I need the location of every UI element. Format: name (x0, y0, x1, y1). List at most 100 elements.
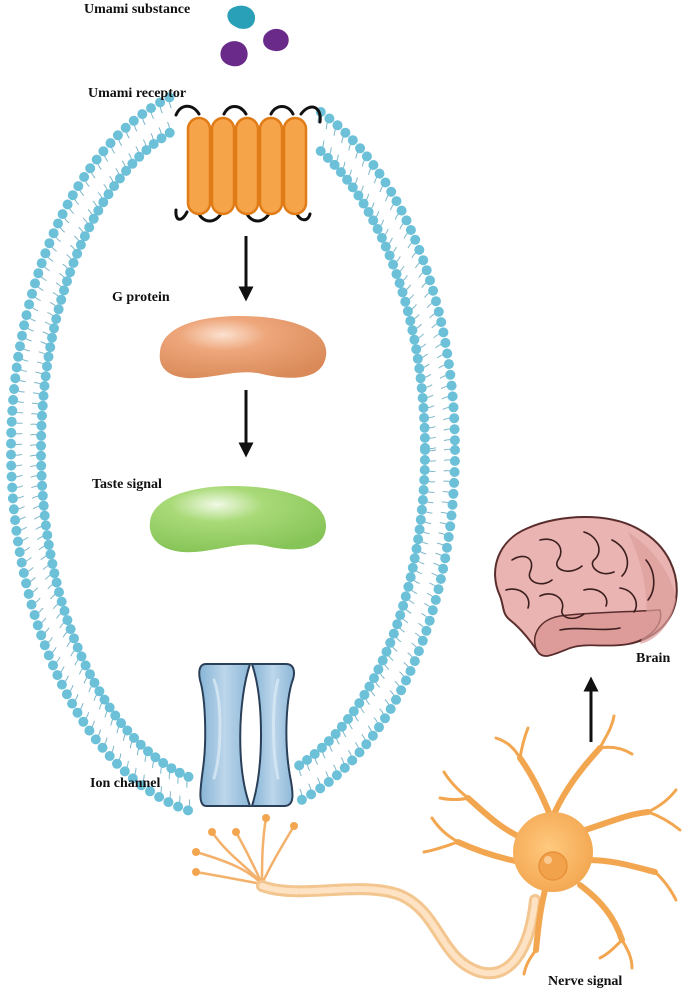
lipid-head (33, 268, 44, 279)
lipid-head (36, 420, 47, 431)
lipid-head (37, 480, 48, 491)
lipid-head (396, 685, 407, 696)
lipid-head (56, 679, 67, 690)
lipid-head (421, 265, 432, 276)
lipid-head (36, 440, 46, 451)
lipid-head (373, 664, 384, 675)
lipid-head (418, 255, 429, 266)
lipid-head (27, 288, 37, 299)
lipid-head (166, 763, 177, 774)
lipid-head (411, 344, 422, 355)
lipid-head (428, 285, 439, 296)
lipid-head (401, 215, 412, 226)
lipid-head (62, 199, 73, 210)
lipid-head (414, 244, 425, 255)
lipid-head (446, 380, 457, 391)
label-ion-channel: Ion channel (90, 776, 161, 791)
lipid-head (112, 758, 122, 769)
lipid-head (403, 581, 414, 592)
label-taste-signal: Taste signal (92, 477, 162, 492)
lipid-head (336, 721, 347, 732)
lipid-head (6, 449, 16, 460)
lipid-head (47, 332, 57, 343)
lipid-head (355, 143, 366, 154)
lipid-head (36, 430, 47, 441)
lipid-head (358, 198, 369, 209)
lipid-head (335, 167, 346, 178)
lipid-head (446, 510, 457, 521)
lipid-head (388, 259, 399, 270)
lipid-head (347, 135, 358, 146)
lipid-head (128, 115, 139, 126)
lipid-head (143, 746, 153, 757)
lipid-head (21, 310, 32, 321)
lipid-head (119, 766, 130, 777)
lipid-head (164, 92, 175, 103)
lipid-head (401, 675, 411, 686)
lipid-head (21, 578, 32, 589)
lipid-head (424, 615, 435, 626)
lipid-head (98, 146, 109, 157)
lipid-head (330, 729, 341, 739)
lipid-head (155, 97, 166, 108)
lipid-head (416, 504, 427, 515)
lipid-head (19, 320, 30, 331)
lipid-head (364, 681, 375, 692)
lipid-head (385, 637, 396, 648)
lipid-head (343, 714, 353, 724)
lipid-head (79, 231, 90, 242)
lipid-head (72, 248, 83, 259)
lipid-head (388, 628, 399, 639)
lipid-head (400, 591, 411, 602)
lipid-head (7, 493, 18, 504)
lipid-head (36, 630, 47, 641)
lipid-head (347, 755, 358, 766)
lipid-head (145, 786, 155, 797)
label-umami-substance: Umami substance (84, 2, 191, 17)
lipid-head (329, 159, 340, 170)
lipid-head (353, 190, 364, 201)
lipid-head (36, 470, 47, 481)
lipid-head (414, 524, 425, 535)
lipid-head (10, 373, 21, 384)
lipid-head (30, 278, 40, 289)
lipid-head (40, 371, 51, 382)
lipid-head (43, 351, 54, 362)
lipid-head (361, 151, 372, 162)
lipid-head (7, 405, 18, 416)
lipid-head (122, 725, 133, 736)
lipid-head (447, 499, 458, 510)
lipid-head (53, 304, 64, 315)
lipid-head (10, 515, 21, 526)
lipid-head (417, 635, 428, 646)
lipid-head (415, 514, 426, 525)
lipid-head (29, 610, 40, 620)
lipid-head (442, 542, 452, 553)
lipid-head (445, 369, 456, 380)
lipid-head (419, 465, 430, 475)
lipid-head (65, 267, 76, 278)
lipid-head (26, 599, 37, 610)
lipid-head (438, 563, 449, 574)
lipid-head (174, 767, 185, 778)
lipid-head (8, 394, 19, 405)
lipid-head (183, 771, 194, 782)
lipid-head (72, 642, 83, 653)
lipid-head (48, 660, 58, 671)
lipid-head (110, 710, 121, 721)
lipid-head (59, 605, 70, 616)
lipid-head (36, 460, 47, 471)
umami-molecule-purple (263, 28, 289, 52)
lipid-head (442, 348, 453, 359)
lipid-head (85, 669, 95, 680)
lipid-head (47, 558, 58, 569)
lipid-head (39, 510, 50, 521)
lipid-head (380, 241, 391, 252)
lipid-head (88, 213, 99, 224)
lipid-head (13, 351, 24, 362)
label-nerve-signal: Nerve signal (548, 974, 623, 989)
lipid-head (409, 553, 420, 564)
lipid-head (45, 549, 56, 560)
